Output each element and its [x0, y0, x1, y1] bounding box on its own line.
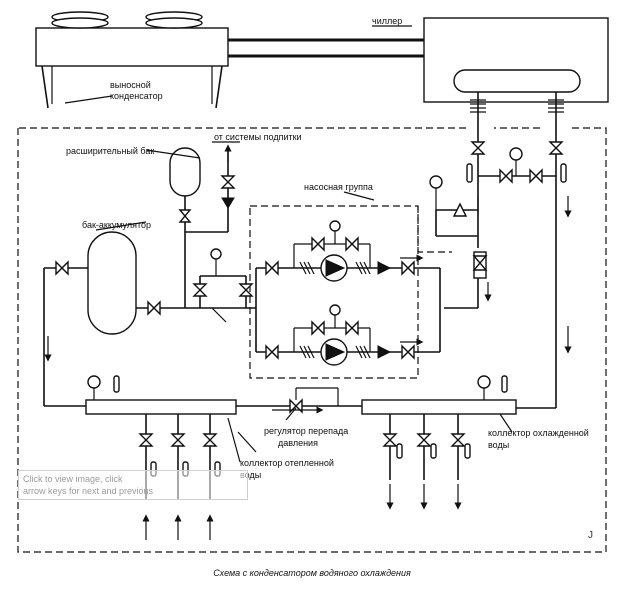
label-pump-group: насосная группа	[304, 182, 373, 192]
hint-line-2: arrow keys for next and previous	[23, 486, 154, 496]
label-dp-regulator-1: регулятор перепада	[264, 426, 348, 436]
label-warm-collector-2: воды	[240, 470, 261, 480]
figure-caption: Схема с конденсатором водяного охлаждени…	[213, 568, 411, 578]
label-accumulator: бак-аккумулятор	[82, 220, 151, 230]
cold-collector-branches	[382, 413, 513, 510]
dp-regulator	[272, 387, 339, 421]
label-remote-condenser-1: выносной	[110, 80, 151, 90]
pump-inlet-manifold	[192, 248, 254, 323]
chiller	[372, 17, 609, 103]
label-cold-collector-1: коллектор охлажденной	[488, 428, 589, 438]
warm-water-collector	[44, 375, 362, 415]
expansion-tank	[145, 147, 201, 308]
corner-mark: J	[588, 530, 593, 541]
image-viewer-hint[interactable]: Click to view image, click arrow keys fo…	[18, 470, 248, 500]
chiller-valves	[466, 141, 572, 218]
label-warm-collector-1: коллектор отепленной	[240, 458, 334, 468]
remote-condenser	[35, 11, 229, 109]
hint-line-1: Click to view image, click	[23, 474, 123, 484]
label-from-makeup: от системы подпитки	[214, 132, 302, 142]
label-chiller: чиллер	[372, 16, 402, 26]
system-boundary	[17, 127, 607, 553]
pump-lines	[255, 243, 441, 353]
pump-group-boundary	[249, 205, 419, 379]
pump-upper	[265, 220, 415, 282]
makeup-line	[185, 141, 240, 233]
flex-connectors	[470, 99, 564, 113]
cold-water-collector	[361, 375, 556, 415]
accumulator-tank	[43, 221, 256, 406]
label-expansion-tank: расширительный бак	[66, 146, 154, 156]
pump-lower	[265, 304, 415, 366]
label-remote-condenser-2: конденсатор	[110, 91, 163, 101]
return-branch	[429, 175, 572, 354]
label-dp-regulator-2: давления	[278, 438, 318, 448]
label-cold-collector-2: воды	[488, 440, 509, 450]
